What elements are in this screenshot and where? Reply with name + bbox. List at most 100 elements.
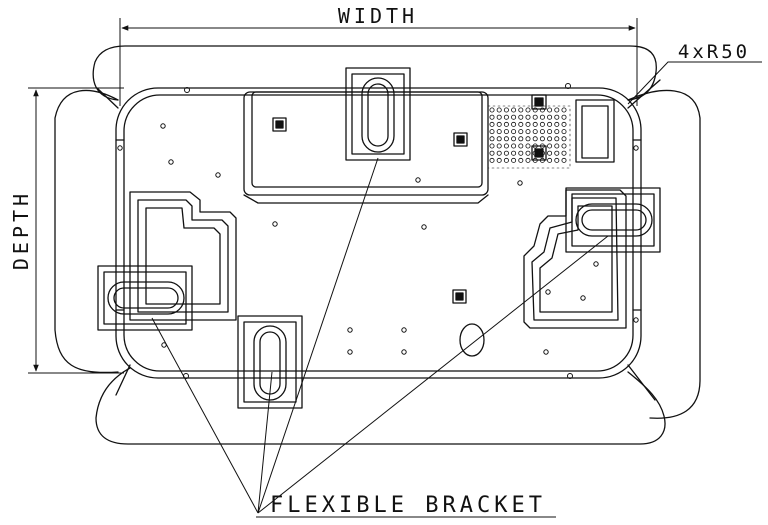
vent-hole xyxy=(503,157,509,163)
oval-cutout xyxy=(459,323,485,357)
vent-hole xyxy=(518,150,524,156)
radius-label: 4xR50 xyxy=(678,41,750,63)
corner-fillets xyxy=(96,79,661,401)
vent-hole xyxy=(554,121,560,127)
vent-hole xyxy=(503,121,509,127)
vent-hole xyxy=(511,107,517,113)
vent-hole xyxy=(489,136,495,142)
vent-hole xyxy=(532,114,538,120)
vent-hole xyxy=(547,136,553,142)
right-channel xyxy=(523,189,627,329)
vent-hole xyxy=(496,129,502,135)
vent-hole xyxy=(532,107,538,113)
vent-hole xyxy=(503,143,509,149)
bracket-leaders xyxy=(151,157,609,518)
vent-hole xyxy=(511,136,517,142)
vent-hole xyxy=(489,129,495,135)
vent-hole xyxy=(518,136,524,142)
vent-hole xyxy=(489,107,495,113)
width-label: WIDTH xyxy=(338,4,418,28)
vent-hole xyxy=(496,157,502,163)
vent-hole xyxy=(489,121,495,127)
vent-hole xyxy=(532,150,538,156)
vent-hole xyxy=(496,107,502,113)
vent-hole xyxy=(554,136,560,142)
bracket-top xyxy=(345,67,411,161)
vent-hole xyxy=(489,114,495,120)
vent-hole xyxy=(539,143,545,149)
depth-label: DEPTH xyxy=(9,190,33,270)
vent-hole xyxy=(547,150,553,156)
vent-hole xyxy=(532,157,538,163)
vent-hole xyxy=(525,150,531,156)
vent-hole xyxy=(496,143,502,149)
vent-hole xyxy=(518,143,524,149)
vent-hole xyxy=(525,114,531,120)
vent-hole xyxy=(561,114,567,120)
vent-hole xyxy=(539,114,545,120)
vent-hole xyxy=(554,143,560,149)
vent-hole xyxy=(511,121,517,127)
vent-hole xyxy=(525,143,531,149)
bracket-left xyxy=(97,265,193,331)
vent-hole xyxy=(496,121,502,127)
outer-frame xyxy=(54,45,701,445)
vent-hole xyxy=(503,107,509,113)
vent-hole xyxy=(511,157,517,163)
vent-hole xyxy=(503,136,509,142)
width-dimension xyxy=(119,18,638,106)
vent-hole xyxy=(532,121,538,127)
vent-hole xyxy=(561,150,567,156)
vent-hole xyxy=(518,107,524,113)
vent-hole xyxy=(511,114,517,120)
vent-hole xyxy=(561,136,567,142)
vent-hole xyxy=(518,121,524,127)
vent-hole xyxy=(554,114,560,120)
vent-hole xyxy=(489,143,495,149)
vent-hole xyxy=(489,157,495,163)
vent-hole xyxy=(511,150,517,156)
vent-hole xyxy=(547,114,553,120)
vent-hole xyxy=(518,114,524,120)
vent-hole xyxy=(547,143,553,149)
vent-hole xyxy=(561,157,567,163)
vent-hole xyxy=(539,136,545,142)
vent-hole xyxy=(532,129,538,135)
vent-hole xyxy=(554,150,560,156)
vent-hole xyxy=(525,157,531,163)
vent-hole xyxy=(554,107,560,113)
bracket-right xyxy=(565,187,661,253)
vent-hole xyxy=(539,129,545,135)
radius-leader xyxy=(627,61,762,105)
vent-hole xyxy=(489,150,495,156)
vent-hole xyxy=(561,107,567,113)
vent-hole xyxy=(503,150,509,156)
vent-hole xyxy=(511,143,517,149)
vent-hole xyxy=(547,157,553,163)
mounting-holes xyxy=(117,83,639,379)
right-panel xyxy=(575,99,615,163)
mounting-studs xyxy=(272,94,547,304)
vent-hole xyxy=(539,157,545,163)
vent-hole xyxy=(561,129,567,135)
vent-hole xyxy=(496,114,502,120)
vent-hole xyxy=(554,129,560,135)
vent-hole xyxy=(539,107,545,113)
vent-hole xyxy=(539,150,545,156)
vent-hole xyxy=(547,107,553,113)
vent-hole xyxy=(539,121,545,127)
vent-hole xyxy=(547,129,553,135)
vent-hole xyxy=(554,157,560,163)
vent-hole xyxy=(525,129,531,135)
vent-hole xyxy=(525,136,531,142)
depth-dimension xyxy=(28,87,124,374)
vent-hole xyxy=(525,107,531,113)
vent-hole xyxy=(547,121,553,127)
left-channel xyxy=(129,191,237,321)
vent-hole xyxy=(496,136,502,142)
vent-hole xyxy=(532,136,538,142)
vent-hole xyxy=(561,143,567,149)
vent-hole xyxy=(503,129,509,135)
vent-hole xyxy=(496,150,502,156)
